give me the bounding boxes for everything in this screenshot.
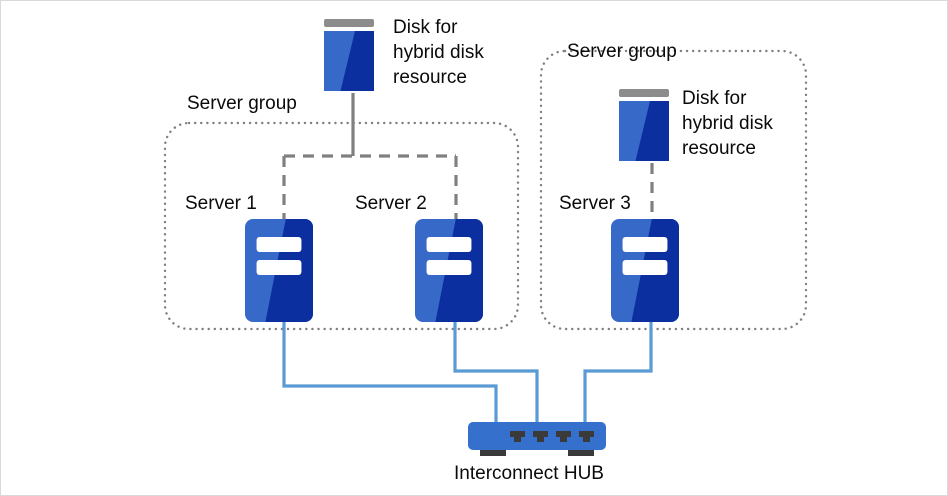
disk-shared <box>324 19 374 91</box>
server-1-bay-1 <box>256 237 302 252</box>
group-left-boundary <box>163 121 520 331</box>
disk-server3-top-bar <box>619 89 669 97</box>
disk-shared-body-dark <box>340 31 374 91</box>
interconnect-hub-foot-right <box>568 448 594 456</box>
cable-server-2 <box>453 322 539 422</box>
disk-server3-body <box>619 101 669 161</box>
interconnect-hub-port-1 <box>510 431 525 442</box>
server-2 <box>415 219 483 322</box>
disk-server3-body-dark <box>635 101 669 161</box>
server-1-bay-2 <box>256 260 302 275</box>
disk-shared-body <box>324 31 374 91</box>
group-right-label: Server group <box>567 41 677 62</box>
interconnect-hub-foot-left <box>480 448 506 456</box>
cable-server-1 <box>282 322 498 422</box>
hub-icon <box>468 422 606 456</box>
server-2-bay-1 <box>426 237 472 252</box>
cable-server-3 <box>583 322 653 422</box>
server-3-bay-2 <box>622 260 668 275</box>
interconnect-hub-port-4 <box>579 431 594 442</box>
server-3-bay-1 <box>622 237 668 252</box>
disk-shared-label: Disk for hybrid disk resource <box>393 17 484 88</box>
interconnect-hub-port-2 <box>533 431 548 442</box>
server-group-boundaries <box>163 49 808 331</box>
mirror-disk-links <box>282 93 654 219</box>
group-left-label: Server group <box>187 93 297 114</box>
disk-server3-label: Disk for hybrid disk resource <box>682 88 773 159</box>
network-cables <box>282 322 653 422</box>
disk-server3 <box>619 89 669 161</box>
server-3 <box>611 219 679 322</box>
disk-shared-top-bar <box>324 19 374 27</box>
server-2-label: Server 2 <box>355 193 427 214</box>
server-icons <box>245 219 679 322</box>
group-right-boundary <box>539 49 808 331</box>
server-2-bay-2 <box>426 260 472 275</box>
server-3-label: Server 3 <box>559 193 631 214</box>
disk-icons <box>324 19 669 161</box>
interconnect-hub-port-3 <box>556 431 571 442</box>
server-1 <box>245 219 313 322</box>
interconnect-hub-label: Interconnect HUB <box>454 463 604 484</box>
server-1-label: Server 1 <box>185 193 257 214</box>
